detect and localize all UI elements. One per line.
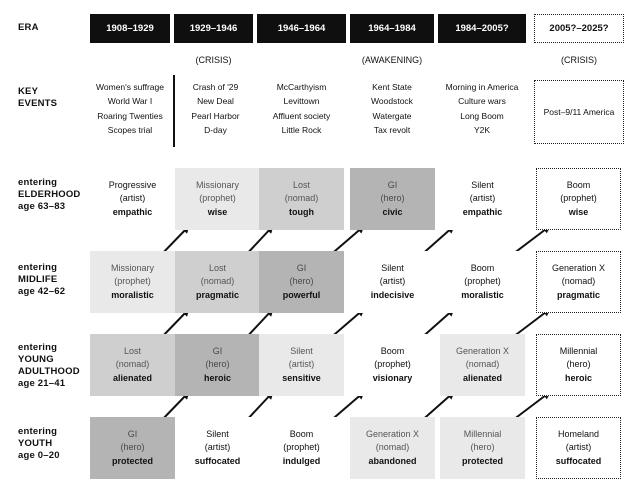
events-2005-2025: Post–9/11 America (534, 80, 624, 144)
cell-elderhood-missionary: Missionary(prophet)wise (175, 168, 260, 230)
cell-midlife-lost: Lost(nomad)pragmatic (175, 251, 260, 313)
key-events-label: KEY EVENTS (18, 86, 58, 109)
cell-elderhood-progressive: Progressive(artist)empathic (90, 168, 175, 230)
era-1946-1964: 1946–1964 (257, 14, 346, 43)
young-adulthood-label: entering YOUNG ADULTHOOD age 21–41 (18, 342, 80, 389)
era-2005-2025: 2005?–2025? (534, 14, 624, 43)
cell-youth-genx: Generation X(nomad)abandoned (350, 417, 435, 479)
elderhood-label: entering ELDERHOOD age 63–83 (18, 177, 81, 212)
cell-midlife-silent: Silent(artist)indecisive (350, 251, 435, 313)
cell-midlife-gi: GI(hero)powerful (259, 251, 344, 313)
cell-youth-gi: GI(hero)protected (90, 417, 175, 479)
phase-awakening: (AWAKENING) (361, 55, 423, 65)
cell-midlife-missionary: Missionary(prophet)moralistic (90, 251, 175, 313)
cell-elderhood-lost: Lost(nomad)tough (259, 168, 344, 230)
cell-elderhood-silent: Silent(artist)empathic (440, 168, 525, 230)
phase-crisis-2: (CRISIS) (561, 55, 597, 65)
cell-young-adult-lost: Lost(nomad)alienated (90, 334, 175, 396)
cell-midlife-genx: Generation X(nomad)pragmatic (536, 251, 621, 313)
cell-elderhood-gi: GI(hero)civic (350, 168, 435, 230)
cell-youth-millennial: Millennial(hero)protected (440, 417, 525, 479)
cell-elderhood-boom: Boom(prophet)wise (536, 168, 621, 230)
cell-young-adult-millennial: Millennial(hero)heroic (536, 334, 621, 396)
era-1984-2005: 1984–2005? (438, 14, 526, 43)
era-1929-1946: 1929–1946 (174, 14, 253, 43)
midlife-label: entering MIDLIFE age 42–62 (18, 262, 66, 297)
crash-divider-line (173, 75, 175, 147)
cell-young-adult-gi: GI(hero)heroic (175, 334, 260, 396)
cell-youth-silent: Silent(artist)suffocated (175, 417, 260, 479)
phase-crisis-1: (CRISIS) (195, 55, 232, 65)
cell-youth-boom: Boom(prophet)indulged (259, 417, 344, 479)
cell-young-adult-boom: Boom(prophet)visionary (350, 334, 435, 396)
cell-youth-homeland: Homeland(artist)suffocated (536, 417, 621, 479)
cell-young-adult-silent: Silent(artist)sensitive (259, 334, 344, 396)
cell-midlife-boom: Boom(prophet)moralistic (440, 251, 525, 313)
era-label: ERA (18, 22, 39, 33)
era-1908-1929: 1908–1929 (90, 14, 170, 43)
cell-young-adult-genx: Generation X(nomad)alienated (440, 334, 525, 396)
youth-label: entering YOUTH age 0–20 (18, 426, 60, 461)
era-1964-1984: 1964–1984 (350, 14, 434, 43)
